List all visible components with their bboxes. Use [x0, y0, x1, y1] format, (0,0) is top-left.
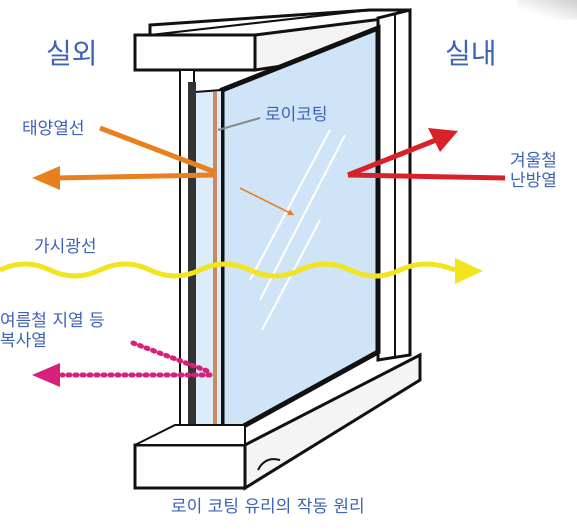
window-right-frame — [376, 8, 412, 362]
winter-heating-label-line2: 난방열 — [510, 170, 557, 191]
heating-arrows — [347, 128, 506, 181]
winter-heating-label: 겨울철 난방열 — [510, 151, 557, 191]
solar-heat-label: 태양열선 — [22, 119, 85, 139]
diagram-caption: 로이 코팅 유리의 작동 원리 — [171, 497, 365, 517]
solar-heat-arrows — [32, 125, 295, 216]
visible-light-label: 가시광선 — [34, 237, 97, 257]
window-bottom-sill — [133, 352, 422, 491]
coating-pointer — [217, 117, 261, 131]
glass-panes — [194, 24, 381, 443]
outside-label: 실외 — [46, 37, 98, 70]
corner-shadow — [517, 0, 577, 20]
inside-label: 실내 — [445, 37, 497, 70]
summer-radiation-label-line1: 여름철 지열 등 — [0, 311, 105, 331]
low-e-coating-label: 로이코팅 — [265, 105, 328, 125]
winter-heating-label-line1: 겨울철 — [510, 151, 557, 171]
summer-radiation-label: 여름철 지열 등 복사열 — [0, 311, 105, 351]
summer-radiation-label-line2: 복사열 — [0, 330, 47, 351]
window-top-frame — [133, 8, 412, 72]
visible-light-arrow — [0, 258, 483, 284]
radiation-arrows — [32, 340, 213, 387]
